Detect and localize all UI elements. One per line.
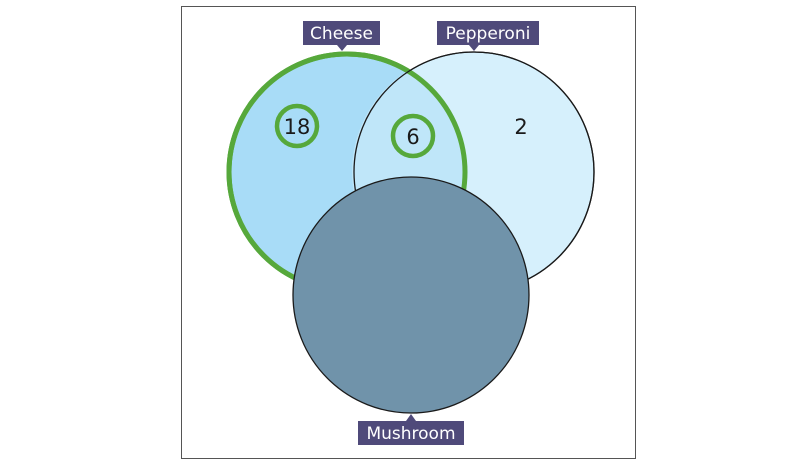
pepperoni-only-count: 2 — [514, 115, 527, 139]
mushroom-label: Mushroom — [358, 414, 464, 445]
cheese-pepperoni-count: 6 — [406, 125, 419, 149]
pepperoni-label-text: Pepperoni — [446, 24, 531, 44]
cheese-only-count: 18 — [284, 115, 311, 139]
cheese-label-text: Cheese — [310, 24, 373, 44]
mushroom-label-text: Mushroom — [366, 424, 455, 444]
pepperoni-label: Pepperoni — [437, 21, 539, 51]
mushroom-circle — [292, 176, 530, 414]
cheese-label: Cheese — [303, 21, 380, 51]
cheese-only-highlight-ring — [274, 103, 320, 149]
cheese-pepperoni-highlight-ring — [390, 113, 436, 159]
